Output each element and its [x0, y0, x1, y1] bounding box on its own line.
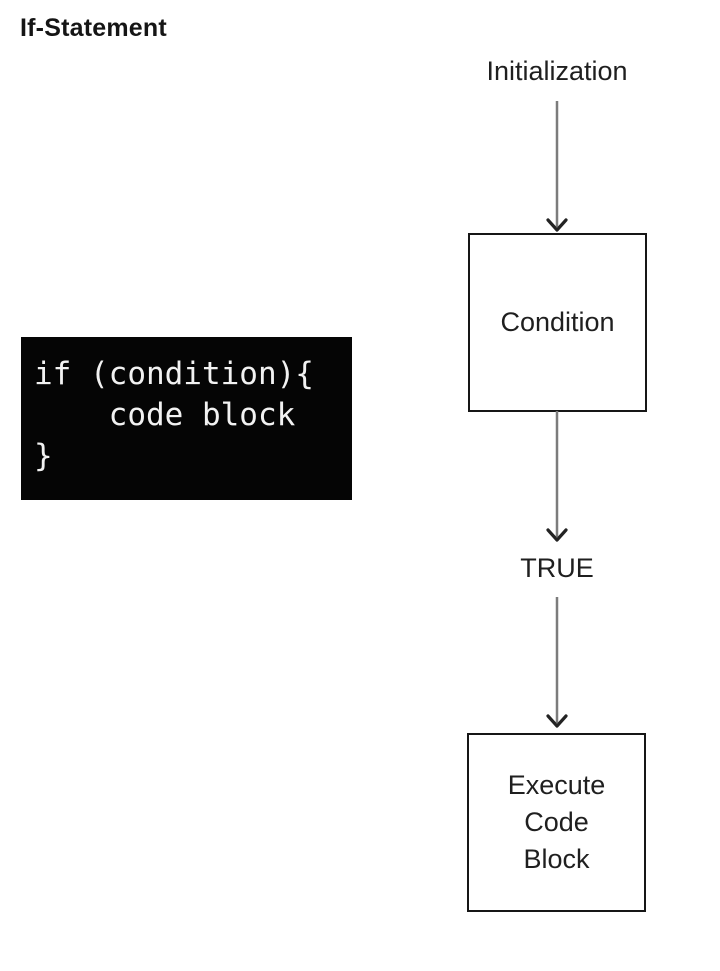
down-arrow-icon — [546, 101, 568, 232]
code-snippet-block: if (condition){ code block } — [21, 337, 352, 500]
execute-code-block-node: Execute Code Block — [467, 733, 646, 912]
edge-label-true: TRUE — [520, 553, 594, 583]
condition-node-label: Condition — [500, 307, 615, 337]
page-title: If-Statement — [20, 14, 167, 42]
down-arrow-icon — [546, 597, 568, 728]
condition-node: Condition — [468, 233, 647, 412]
code-line: } — [34, 438, 53, 474]
code-line: code block — [34, 397, 296, 433]
down-arrow-icon — [546, 411, 568, 542]
flow-start-label: Initialization — [486, 56, 628, 86]
code-line: if (condition){ — [34, 356, 314, 392]
execute-code-block-node-label: Execute Code Block — [507, 770, 606, 874]
